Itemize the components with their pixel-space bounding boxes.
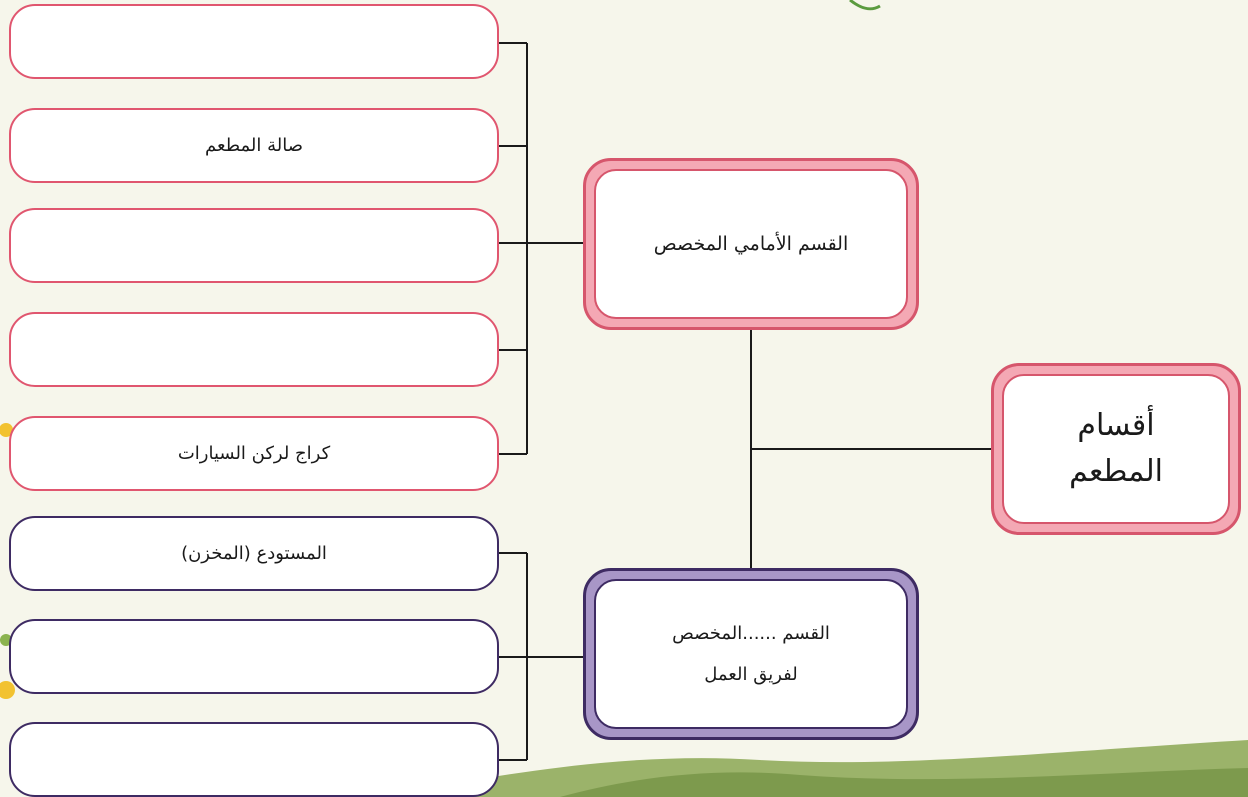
staff-item-box (9, 722, 499, 797)
root-title-line1: أقسام (1077, 407, 1155, 443)
flower-decoration (0, 681, 15, 699)
front-section-hub-inner: القسم الأمامي المخصص (594, 169, 908, 319)
front-item-box (9, 4, 499, 79)
staff-item-box (9, 619, 499, 694)
front-item-box (9, 312, 499, 387)
leaf-decoration (849, 0, 881, 11)
staff-section-line1: القسم ......المخصص (672, 622, 830, 644)
front-section-hub: القسم الأمامي المخصص (583, 158, 919, 330)
root-title-line2: المطعم (1069, 454, 1163, 489)
staff-section-line2: لفريق العمل (704, 664, 798, 685)
root-node: أقسام المطعم (991, 363, 1241, 535)
grass-hill-front (560, 768, 1248, 797)
front-item-box: كراج لركن السيارات (9, 416, 499, 491)
front-item-label: صالة المطعم (205, 135, 303, 156)
staff-section-hub-inner: القسم ......المخصص لفريق العمل (594, 579, 908, 729)
front-item-label: كراج لركن السيارات (177, 443, 331, 464)
staff-item-box: المستودع (المخزن) (9, 516, 499, 591)
front-section-label: القسم الأمامي المخصص (653, 232, 849, 255)
front-item-box (9, 208, 499, 283)
staff-section-hub: القسم ......المخصص لفريق العمل (583, 568, 919, 740)
front-item-box: صالة المطعم (9, 108, 499, 183)
staff-item-label: المستودع (المخزن) (181, 543, 327, 564)
grass-hill (380, 740, 1248, 797)
root-node-inner: أقسام المطعم (1002, 374, 1230, 524)
